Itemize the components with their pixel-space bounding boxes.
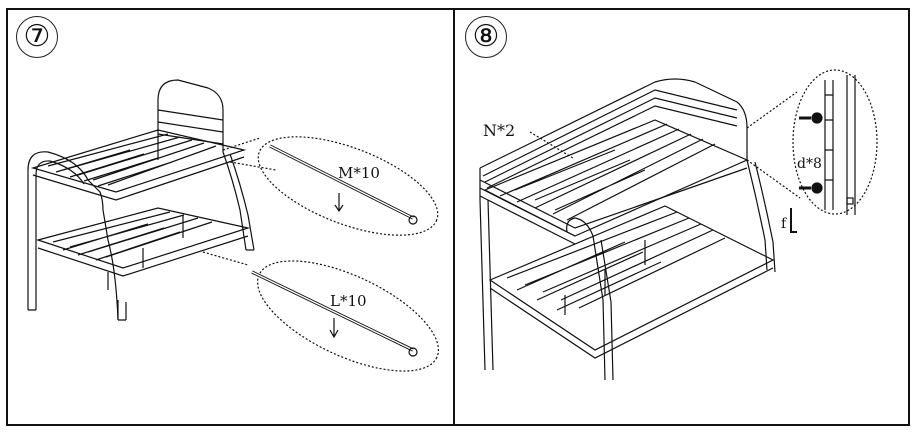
callout-label-n: N*2 <box>483 121 515 140</box>
step-7-panel: ⑦ <box>6 8 455 426</box>
callout-label-m: M*10 <box>338 164 380 182</box>
bunk-bed-assembly-drawing-step-7: M*10 L*10 <box>27 79 440 372</box>
callout-label-l: L*10 <box>330 292 367 310</box>
callout-label-d: d*8 <box>797 156 822 172</box>
step-number-badge: ⑦ <box>16 16 58 58</box>
callout-label-f: f <box>781 216 788 232</box>
bunk-bed-assembly-drawing-step-8: N*2 d*8 f <box>479 69 878 381</box>
step-8-panel: ⑧ <box>455 8 910 426</box>
step-number-badge: ⑧ <box>465 16 507 58</box>
